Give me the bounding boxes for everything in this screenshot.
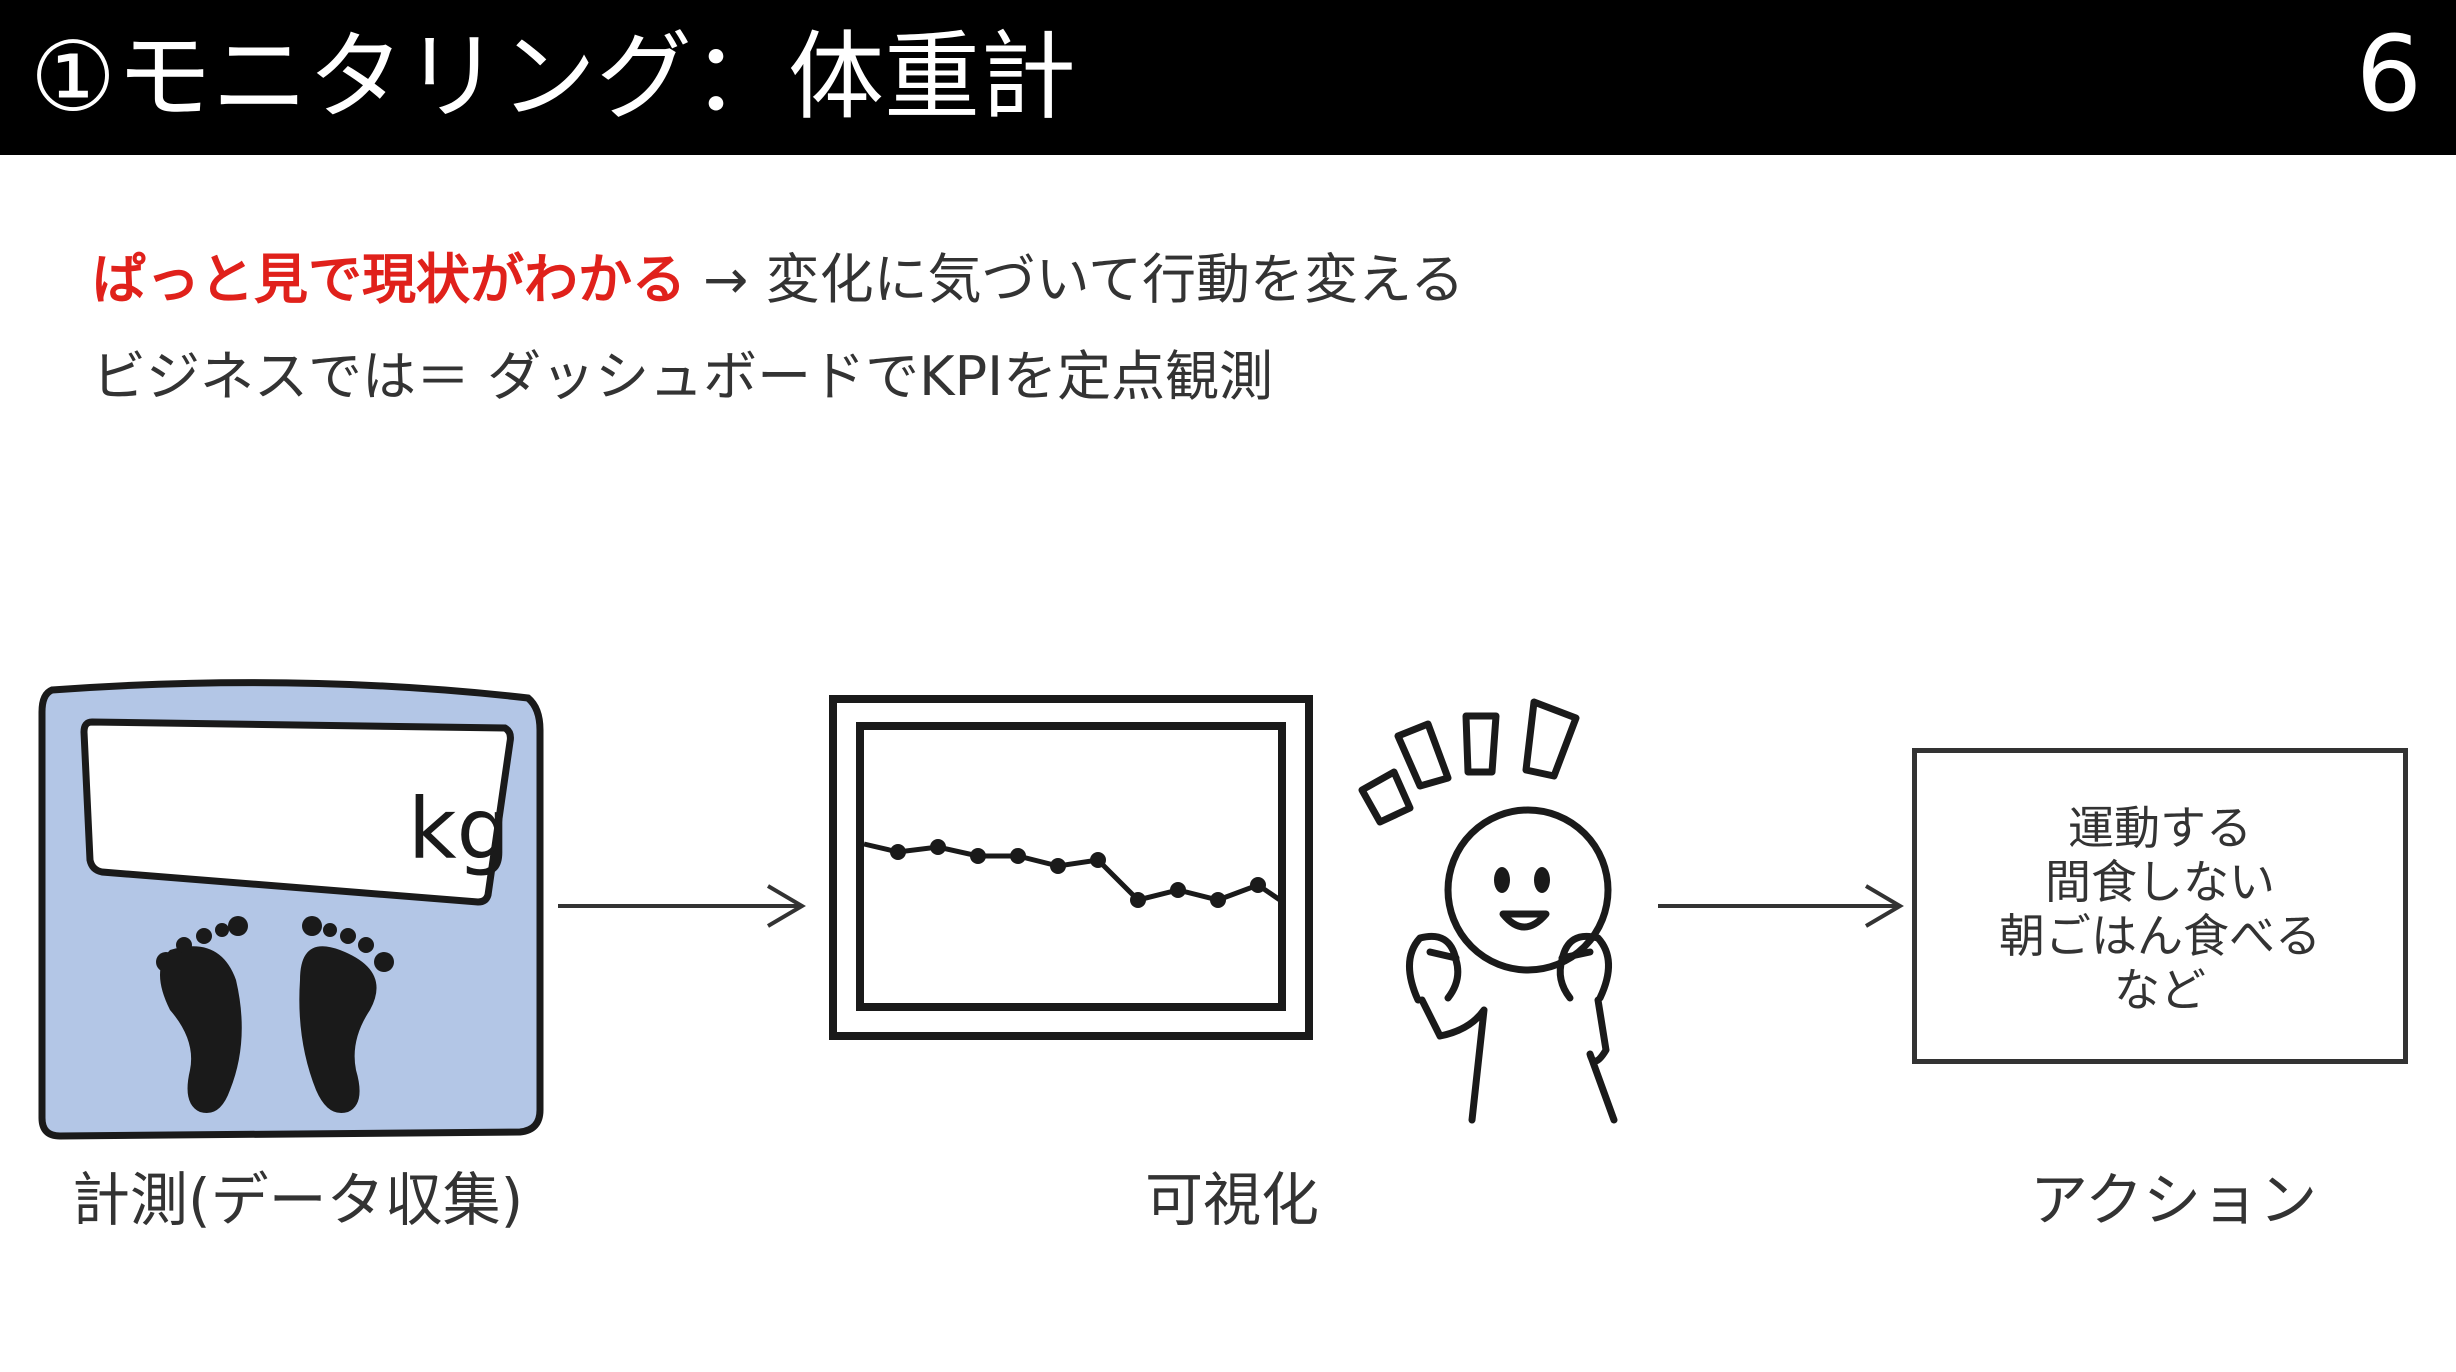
arrow-right-icon [558,884,806,928]
action-list: 運動する 間食しない 朝ごはん食べる など [1917,801,2403,1017]
action-item: など [2114,963,2206,1017]
body-line-2: ビジネスでは＝ ダッシュボードでKPIを定点観測 [92,345,1274,408]
slide-title: ①モニタリング：体重計 [30,21,1077,133]
action-box: 運動する 間食しない 朝ごはん食べる など [1912,748,2408,1064]
action-item: 朝ごはん食べる [1999,909,2321,963]
slide-header: ①モニタリング：体重計 6 [0,0,2456,155]
scale-unit-label: kg [408,780,510,878]
action-item: 運動する [2068,801,2252,855]
body-line-1-rest: → 変化に気づいて行動を変える [686,248,1465,311]
caption-measure: 計測(データ収集) [72,1166,524,1234]
action-item: 間食しない [2045,855,2275,909]
arrow-right-icon [1658,884,1904,928]
caption-action: アクション [2030,1166,2318,1234]
page-number: 6 [2355,13,2422,135]
body-line-1: ぱっと見で現状がわかる → 変化に気づいて行動を変える [92,248,1464,312]
monitor-chart-icon [829,695,1313,1040]
bathroom-scale-icon: kg [38,679,544,1140]
caption-visualize: 可視化 [1145,1166,1320,1234]
surprised-person-icon [1358,698,1618,1124]
highlight-text: ぱっと見で現状がわかる [92,248,686,311]
